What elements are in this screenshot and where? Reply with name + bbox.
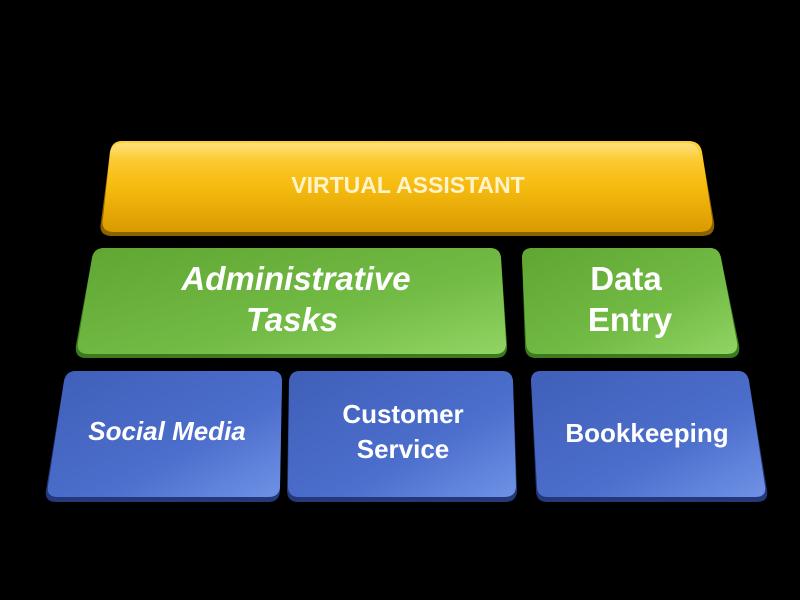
- data-entry-label-line2: Entry: [588, 301, 673, 338]
- data-entry-box: Data Entry: [522, 248, 740, 358]
- social-media-box: Social Media: [45, 371, 282, 502]
- administrative-tasks-box: Administrative Tasks: [75, 248, 508, 358]
- social-media-label: Social Media: [88, 416, 246, 446]
- data-entry-label-line1: Data: [590, 260, 662, 297]
- administrative-tasks-label-line1: Administrative: [180, 260, 410, 297]
- customer-service-label-line2: Service: [357, 434, 450, 464]
- virtual-assistant-box: VIRTUAL ASSISTANT: [100, 141, 715, 236]
- administrative-tasks-label-line2: Tasks: [246, 301, 338, 338]
- bookkeeping-label: Bookkeeping: [565, 418, 728, 448]
- virtual-assistant-label: VIRTUAL ASSISTANT: [291, 172, 524, 198]
- customer-service-label-line1: Customer: [342, 399, 463, 429]
- customer-service-box: Customer Service: [287, 371, 517, 502]
- bookkeeping-box: Bookkeeping: [531, 371, 768, 502]
